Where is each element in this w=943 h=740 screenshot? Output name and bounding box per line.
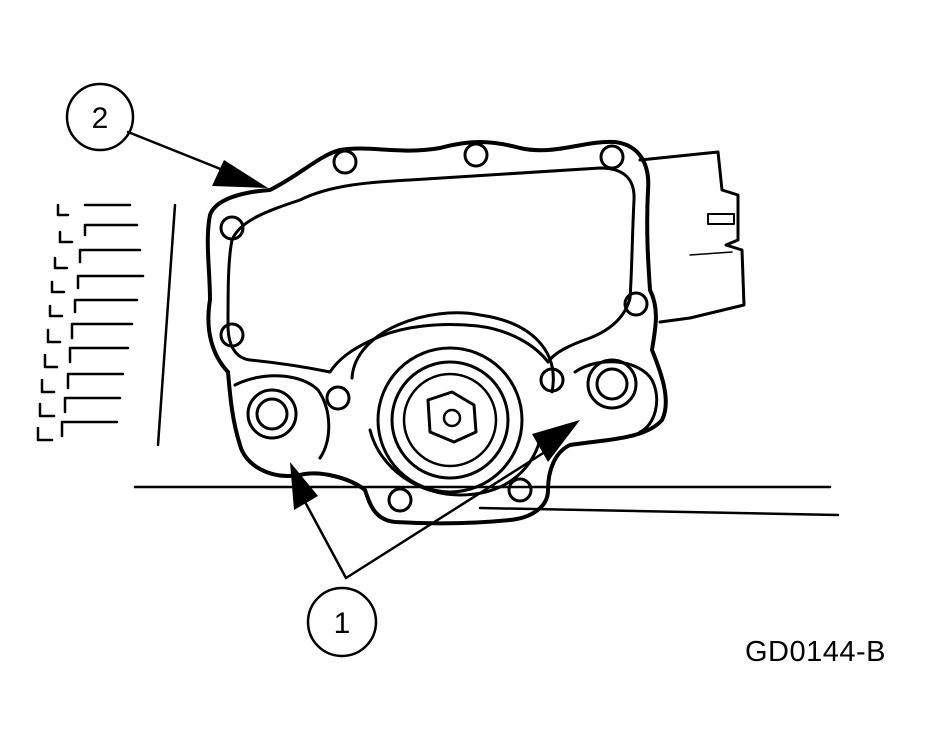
- callout-leaders: [126, 130, 580, 580]
- callout-1: 1: [306, 586, 378, 658]
- callout-2-label: 2: [92, 102, 109, 135]
- arrowhead-left-bolt: [290, 462, 318, 510]
- gasket: [205, 139, 668, 526]
- mounting-bolts: [246, 358, 638, 440]
- case-ribs: [36, 203, 177, 447]
- lever-shaft: [350, 311, 555, 497]
- bolt-holes: [219, 142, 649, 513]
- figure-id: GD0144-B: [745, 636, 887, 668]
- callout-1-label: 1: [334, 607, 351, 640]
- arrowhead-right-bolt: [532, 420, 580, 462]
- arrowhead-gasket: [212, 160, 268, 188]
- callout-2: 2: [65, 82, 135, 152]
- connector: [638, 150, 746, 324]
